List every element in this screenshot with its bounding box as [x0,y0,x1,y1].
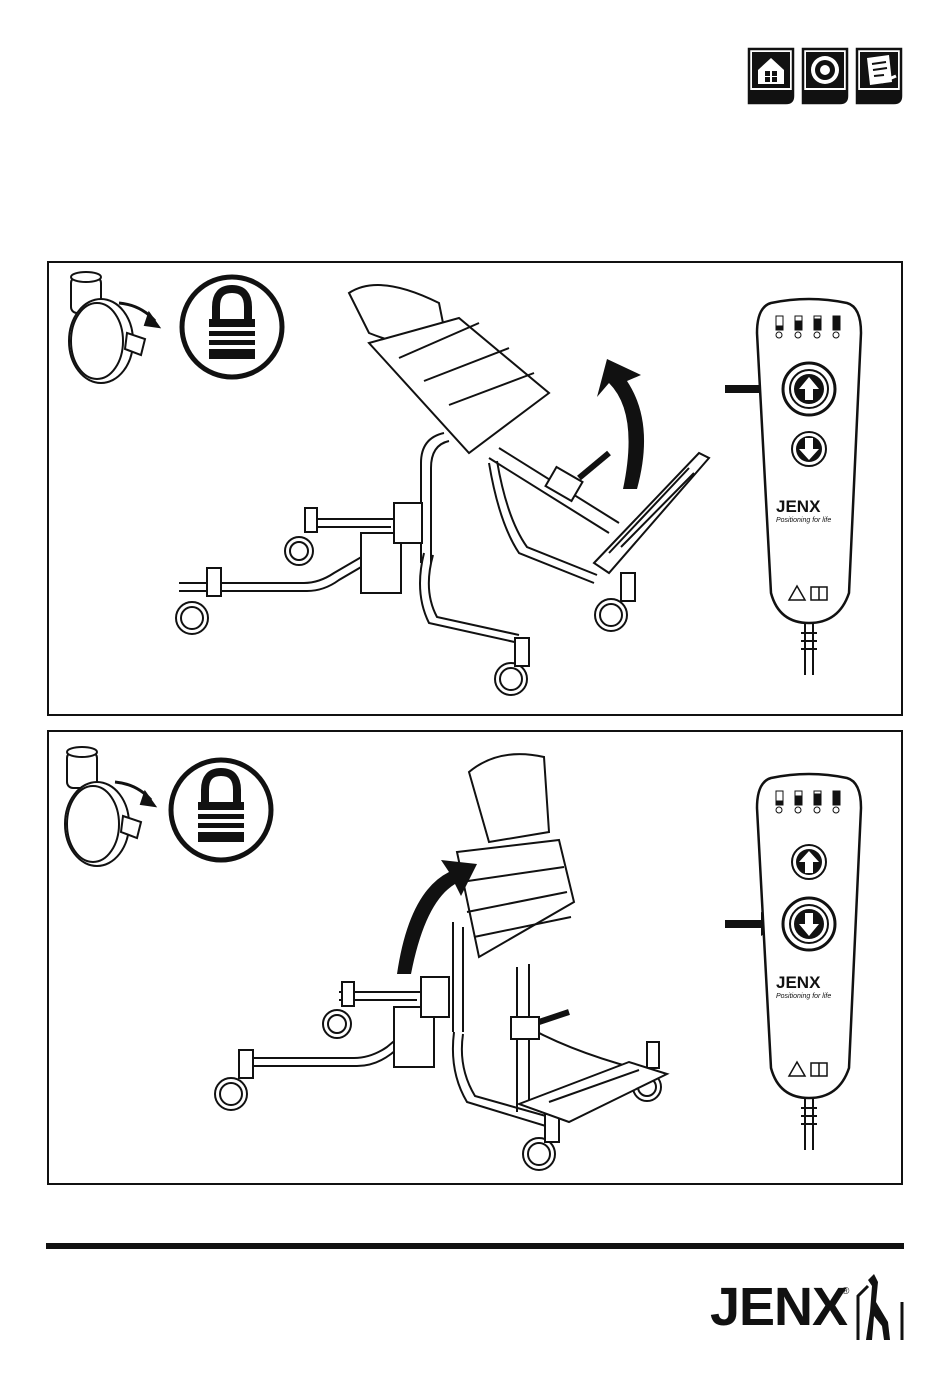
lower-arrow-icon [397,860,477,974]
footer-divider [46,1243,904,1249]
castor-lock-icon [69,272,159,383]
remote-brand: JENX [776,497,820,517]
remote-cable [801,1098,817,1150]
home-icon[interactable] [746,46,796,106]
remote-down-button[interactable] [783,898,835,950]
remote-cable [801,623,817,675]
target-icon[interactable] [800,46,850,106]
footer-logo: JENX ® [710,1272,910,1352]
footer-brand: JENX [710,1280,847,1334]
stander-upright [215,754,667,1170]
remote-tagline: Positioning for life [776,993,831,1000]
raise-arrow-icon [597,359,644,489]
raise-illustration [49,263,905,718]
padlock-icon [171,760,271,860]
lower-illustration [49,732,905,1187]
remote-tagline: Positioning for life [776,517,831,524]
castor-lock-icon [65,747,155,866]
remote-control [757,774,861,1150]
remote-up-button[interactable] [783,363,835,415]
instruction-panel-lower: JENX Positioning for life [47,730,903,1185]
instruction-panel-raise: JENX Positioning for life [47,261,903,716]
padlock-icon [182,277,282,377]
registered-mark: ® [842,1286,849,1297]
clipboard-icon[interactable] [854,46,904,106]
giraffe-logo-icon [854,1272,906,1344]
remote-control [757,299,861,675]
remote-brand: JENX [776,973,820,993]
remote-down-button[interactable] [792,432,826,466]
remote-up-button[interactable] [792,845,826,879]
header-icon-tabs [746,46,904,106]
